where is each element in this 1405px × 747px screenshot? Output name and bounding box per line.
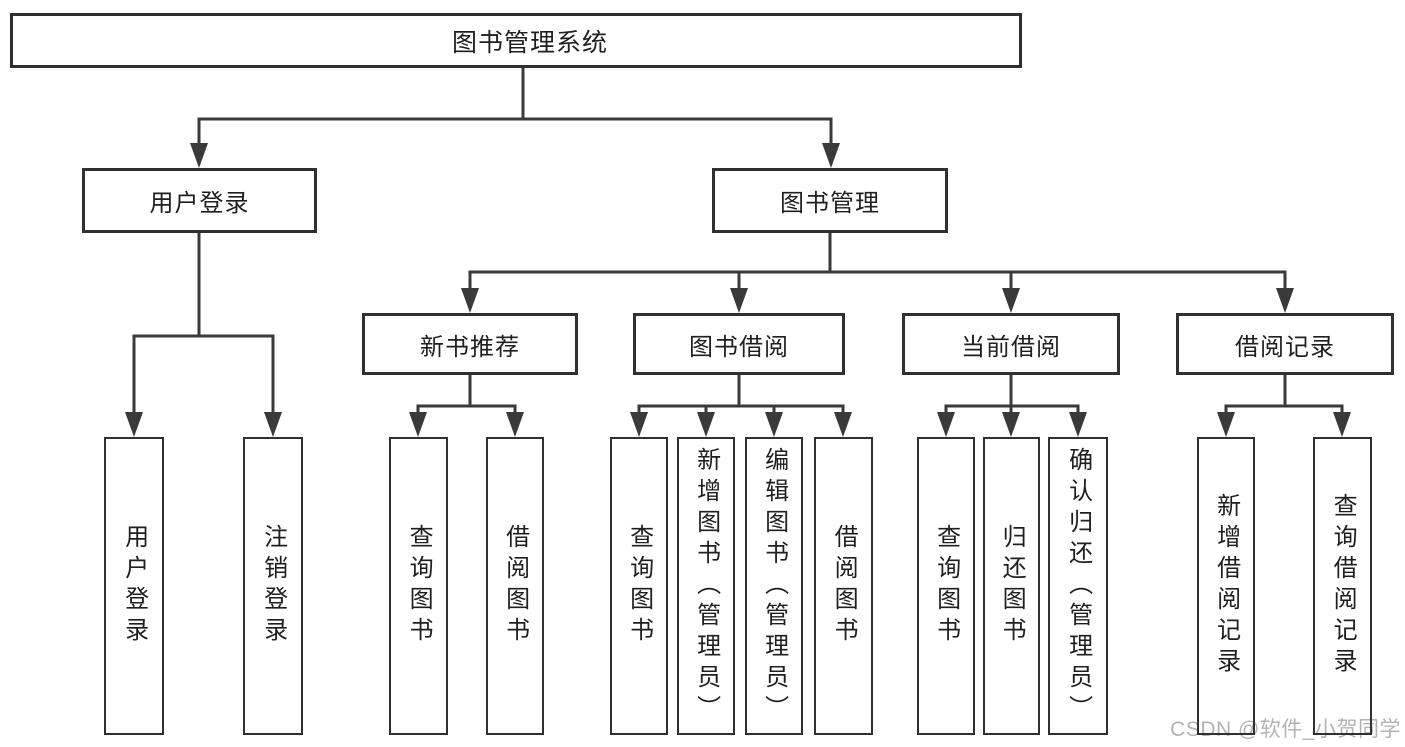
- node-label: 当前借阅: [961, 333, 1061, 361]
- arrowhead: [937, 412, 955, 437]
- node-label: 用户登录: [120, 524, 148, 648]
- arrowhead: [697, 412, 715, 437]
- node-label: 借阅记录: [1235, 333, 1335, 361]
- node-user-login: 用户登录: [82, 168, 317, 233]
- node-leaf-query-book-2: 查询图书: [610, 437, 668, 735]
- node-current-borrow: 当前借阅: [902, 313, 1120, 375]
- connector-bookmgmt-to-level2: [468, 233, 1287, 294]
- arrowhead: [1333, 412, 1351, 437]
- arrowhead: [1217, 412, 1235, 437]
- node-borrow-record: 借阅记录: [1176, 313, 1394, 375]
- node-label: 新书推荐: [420, 333, 520, 361]
- node-label: 图书管理系统: [451, 28, 608, 57]
- connector-root-to-level1: [197, 68, 833, 148]
- node-book-borrow: 图书借阅: [633, 313, 845, 375]
- arrowhead: [1002, 412, 1020, 437]
- node-leaf-edit-book-admin: 编辑图书（管理员）: [745, 437, 803, 735]
- node-new-book-recommend: 新书推荐: [362, 313, 578, 375]
- watermark-text: CSDN @软件_小贺同学: [1170, 718, 1401, 741]
- arrowhead: [1002, 288, 1020, 313]
- node-label: 图书借阅: [689, 333, 789, 361]
- node-label: 借阅图书: [830, 524, 858, 648]
- node-leaf-add-borrow-record: 新增借阅记录: [1197, 437, 1255, 735]
- arrowhead: [190, 143, 208, 168]
- arrowhead: [264, 412, 282, 437]
- node-leaf-query-borrow-record: 查询借阅记录: [1313, 437, 1372, 735]
- node-label: 用户登录: [149, 190, 250, 217]
- node-leaf-query-book-3: 查询图书: [917, 437, 975, 735]
- arrowhead: [125, 412, 143, 437]
- node-label: 查询图书: [405, 524, 433, 648]
- node-label: 查询借阅记录: [1329, 493, 1357, 679]
- arrowhead: [1069, 412, 1087, 437]
- node-leaf-add-book-admin: 新增图书（管理员）: [677, 437, 735, 735]
- arrowhead: [822, 143, 840, 168]
- arrowhead: [730, 288, 748, 313]
- arrowhead: [834, 412, 852, 437]
- node-label: 查询图书: [625, 524, 653, 648]
- arrowhead: [1276, 288, 1294, 313]
- node-label: 注销登录: [259, 524, 287, 648]
- arrowhead: [630, 412, 648, 437]
- node-label: 新增图书（管理员）: [692, 446, 720, 726]
- node-label: 查询图书: [932, 524, 960, 648]
- arrowhead: [506, 412, 524, 437]
- connector-level2-to-leaves: [416, 375, 1344, 418]
- node-book-mgmt: 图书管理: [712, 168, 948, 233]
- node-leaf-confirm-return-admin: 确认归还（管理员）: [1048, 437, 1108, 735]
- connector-userlogin-to-children: [132, 233, 275, 418]
- node-label: 新增借阅记录: [1212, 493, 1240, 679]
- node-leaf-return-book: 归还图书: [983, 437, 1040, 735]
- node-label: 确认归还（管理员）: [1064, 446, 1092, 726]
- node-leaf-user-login: 用户登录: [104, 437, 164, 735]
- node-leaf-borrow-book-2: 借阅图书: [814, 437, 873, 735]
- node-leaf-logout: 注销登录: [243, 437, 303, 735]
- node-label: 归还图书: [998, 524, 1026, 648]
- node-leaf-query-book-1: 查询图书: [389, 437, 448, 735]
- arrowhead: [409, 412, 427, 437]
- arrowhead: [461, 288, 479, 313]
- node-leaf-borrow-book-1: 借阅图书: [486, 437, 544, 735]
- arrowhead: [765, 412, 783, 437]
- node-root: 图书管理系统: [10, 13, 1022, 68]
- node-label: 编辑图书（管理员）: [760, 446, 788, 726]
- node-label: 图书管理: [780, 190, 880, 217]
- node-label: 借阅图书: [501, 524, 529, 648]
